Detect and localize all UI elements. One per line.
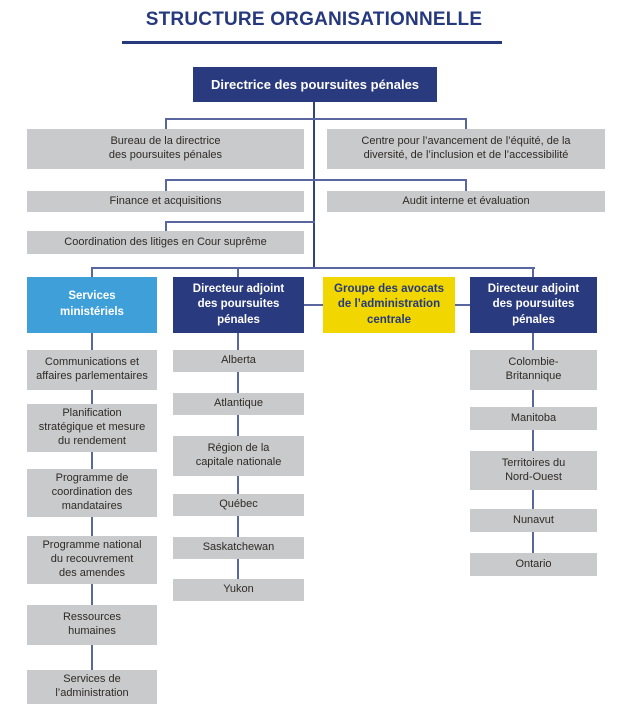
- org-box-prog-coordination: Programme de coordination des mandataire…: [27, 469, 157, 517]
- connector-line: [165, 118, 167, 129]
- org-box-saskatchewan: Saskatchewan: [173, 537, 304, 559]
- org-box-communications: Communications et affaires parlementaire…: [27, 350, 157, 390]
- title-underline: [122, 41, 502, 44]
- connector-line: [91, 267, 93, 277]
- connector-line: [465, 118, 467, 129]
- org-box-manitoba: Manitoba: [470, 407, 597, 430]
- org-box-bureau: Bureau de la directrice des poursuites p…: [27, 129, 304, 169]
- connector-line: [165, 221, 167, 231]
- org-box-centre-equite: Centre pour l’avancement de l’équité, de…: [327, 129, 605, 169]
- org-box-prog-recouvrement: Programme national du recouvrement des a…: [27, 536, 157, 584]
- org-box-territoires-no: Territoires du Nord-Ouest: [470, 451, 597, 490]
- org-box-nunavut: Nunavut: [470, 509, 597, 532]
- connector-line: [532, 333, 534, 553]
- org-box-audit: Audit interne et évaluation: [327, 191, 605, 212]
- connector-line: [304, 304, 323, 306]
- org-box-ontario: Ontario: [470, 553, 597, 576]
- org-box-directeur-adjoint-2: Directeur adjoint des poursuites pénales: [470, 277, 597, 333]
- org-box-directeur-adjoint-1: Directeur adjoint des poursuites pénales: [173, 277, 304, 333]
- org-box-ressources-humaines: Ressources humaines: [27, 605, 157, 645]
- org-box-yukon: Yukon: [173, 579, 304, 601]
- org-box-planification: Planification stratégique et mesure du r…: [27, 404, 157, 452]
- connector-line: [165, 118, 467, 120]
- org-box-quebec: Québec: [173, 494, 304, 516]
- connector-line: [165, 179, 467, 181]
- connector-line: [91, 267, 535, 269]
- connector-line: [237, 267, 239, 277]
- org-box-services-admin: Services de l’administration: [27, 670, 157, 704]
- org-box-finance: Finance et acquisitions: [27, 191, 304, 212]
- org-box-directrice: Directrice des poursuites pénales: [193, 67, 437, 102]
- org-box-region-capitale: Région de la capitale nationale: [173, 436, 304, 476]
- connector-line: [465, 179, 467, 191]
- connector-line: [455, 304, 470, 306]
- connector-line: [532, 267, 534, 277]
- org-box-alberta: Alberta: [173, 350, 304, 372]
- connector-line: [313, 102, 315, 268]
- connector-line: [165, 221, 315, 223]
- org-box-atlantique: Atlantique: [173, 393, 304, 415]
- page-title: STRUCTURE ORGANISATIONNELLE: [145, 9, 483, 30]
- connector-line: [165, 179, 167, 191]
- org-box-groupe-avocats: Groupe des avocats de l’administration c…: [323, 277, 455, 333]
- org-box-coordination-litiges: Coordination des litiges en Cour suprême: [27, 231, 304, 254]
- org-box-services-ministeriels: Services ministériels: [27, 277, 157, 333]
- org-box-colombie-britannique: Colombie- Britannique: [470, 350, 597, 390]
